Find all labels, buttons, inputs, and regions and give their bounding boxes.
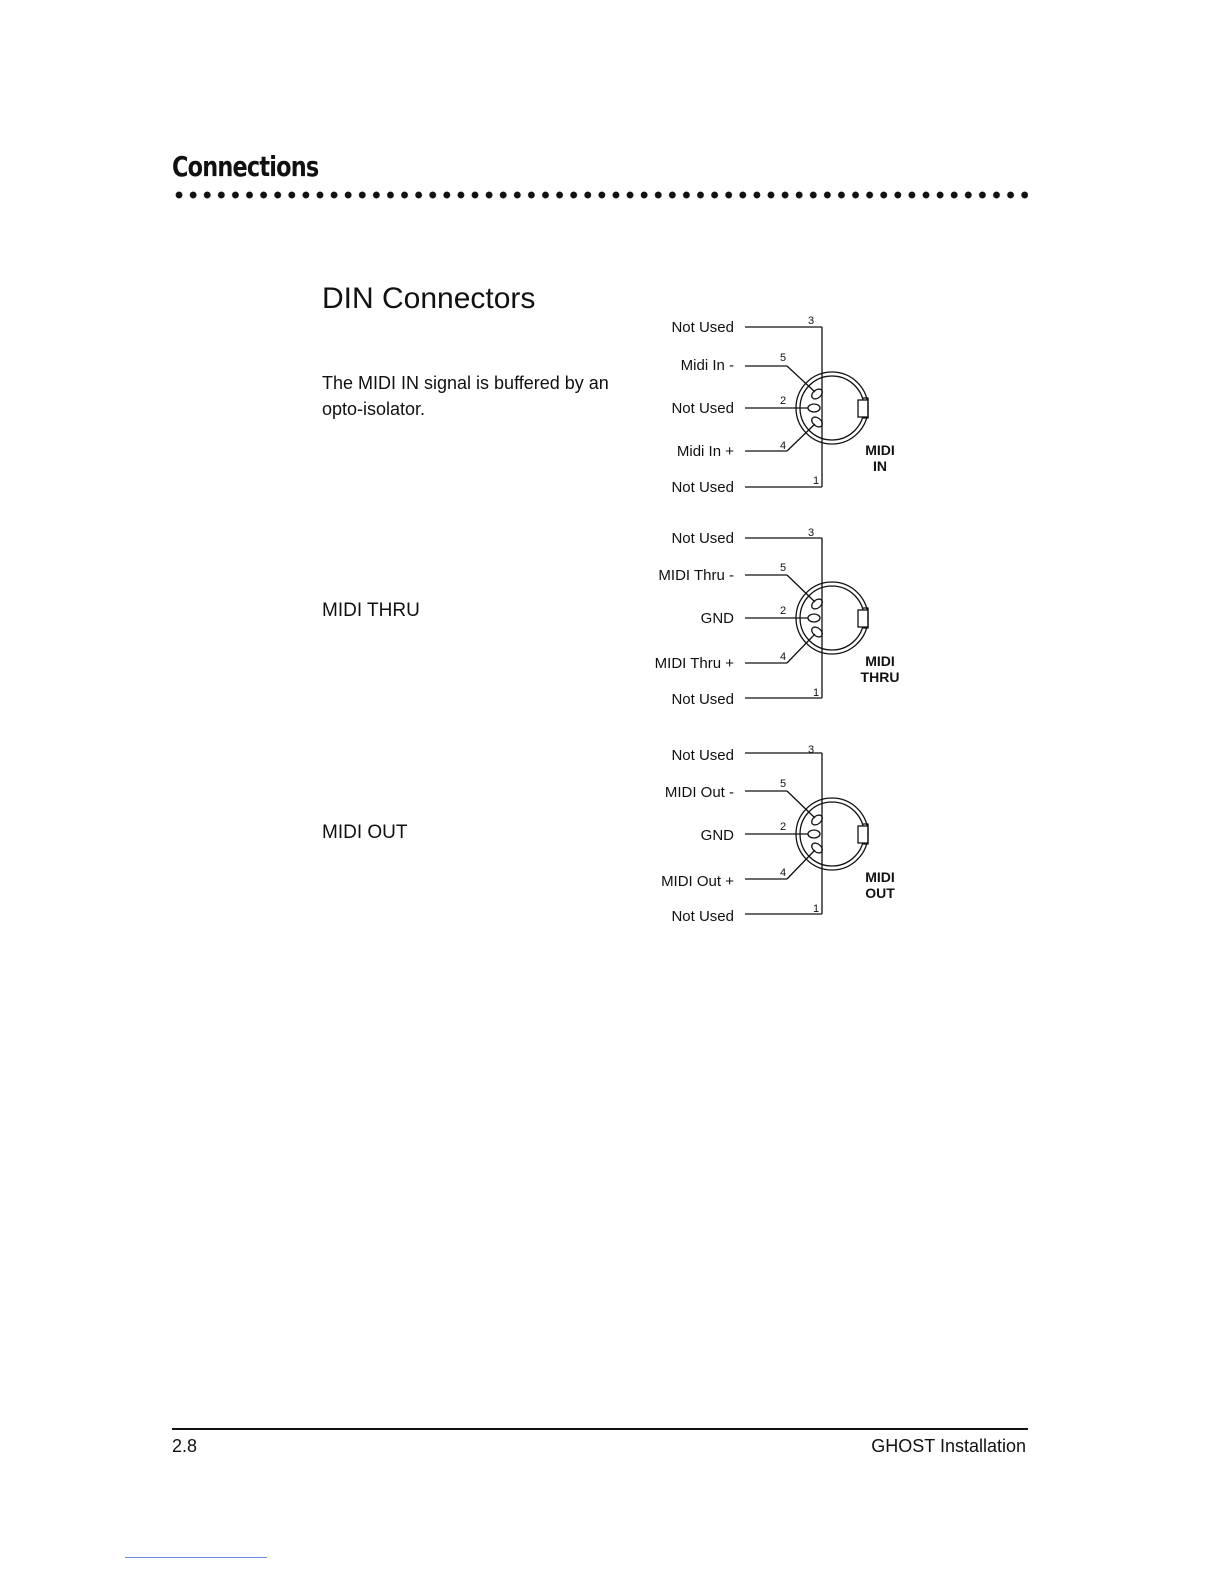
pin-5-number: 5 bbox=[780, 562, 786, 574]
connector-name-line1: MIDI bbox=[865, 869, 895, 885]
pin-3-number: 3 bbox=[808, 315, 814, 327]
pin-1-label: Not Used bbox=[671, 691, 734, 708]
section-description: The MIDI IN signal is buffered by an opt… bbox=[322, 373, 609, 419]
pin-2-label: GND bbox=[701, 610, 735, 627]
pin-2-label: GND bbox=[701, 827, 735, 844]
bottom-edge-line bbox=[125, 1557, 267, 1558]
pin-1-label: Not Used bbox=[671, 479, 734, 496]
pin-5-label: MIDI Thru - bbox=[658, 567, 734, 584]
pin-3-number: 3 bbox=[808, 527, 814, 539]
midi-out-side-label: MIDI OUT bbox=[322, 822, 408, 843]
pin-5-label: MIDI Out - bbox=[665, 784, 734, 801]
midi-out-connector-svg: Not Used MIDI Out - GND MIDI Out + Not U… bbox=[661, 744, 895, 925]
footer-page-number: 2.8 bbox=[172, 1436, 198, 1456]
connector-name-line2: THRU bbox=[861, 669, 900, 685]
page-header-title: Connections bbox=[172, 150, 319, 183]
pin-4-number: 4 bbox=[780, 651, 786, 663]
pin-5-label: Midi In - bbox=[681, 357, 734, 374]
pin-2-number: 2 bbox=[780, 605, 786, 617]
midi-out-pinout-diagram: Not Used MIDI Out - GND MIDI Out + Not U… bbox=[630, 738, 930, 938]
midi-thru-pinout-diagram: Not Used MIDI Thru - GND MIDI Thru + Not… bbox=[630, 521, 930, 721]
footer-chapter-title: GHOST Installation bbox=[871, 1436, 1026, 1456]
pin-1-number: 1 bbox=[813, 903, 819, 915]
midi-in-connector-svg: Not Used Midi In - Not Used Midi In + No… bbox=[671, 315, 895, 496]
pin-4-label: MIDI Thru + bbox=[655, 655, 735, 672]
pin-4-label: MIDI Out + bbox=[661, 873, 734, 890]
pin-1-number: 1 bbox=[813, 475, 819, 487]
pin-1-label: Not Used bbox=[671, 908, 734, 925]
footer-rule bbox=[172, 1428, 1028, 1430]
connector-name-line2: IN bbox=[873, 458, 887, 474]
section-title: DIN Connectors bbox=[322, 282, 536, 315]
pin-4-label: Midi In + bbox=[677, 443, 734, 460]
pin-2-label: Not Used bbox=[671, 400, 734, 417]
pin-3-number: 3 bbox=[808, 744, 814, 756]
pin-2-number: 2 bbox=[780, 821, 786, 833]
pin-4-number: 4 bbox=[780, 867, 786, 879]
pin-2-number: 2 bbox=[780, 395, 786, 407]
midi-thru-connector-svg: Not Used MIDI Thru - GND MIDI Thru + Not… bbox=[655, 527, 900, 708]
pin-3-label: Not Used bbox=[671, 319, 734, 336]
midi-thru-side-label: MIDI THRU bbox=[322, 600, 420, 621]
pin-5-number: 5 bbox=[780, 352, 786, 364]
pin-5-number: 5 bbox=[780, 778, 786, 790]
connector-name-line1: MIDI bbox=[865, 653, 895, 669]
connector-name-line1: MIDI bbox=[865, 442, 895, 458]
connector-name-line2: OUT bbox=[865, 885, 895, 901]
midi-in-pinout-diagram: Not Used Midi In - Not Used Midi In + No… bbox=[630, 310, 930, 510]
pin-3-label: Not Used bbox=[671, 530, 734, 547]
pin-4-number: 4 bbox=[780, 440, 786, 452]
dotted-divider bbox=[172, 190, 1028, 200]
pin-3-label: Not Used bbox=[671, 747, 734, 764]
pin-1-number: 1 bbox=[813, 687, 819, 699]
